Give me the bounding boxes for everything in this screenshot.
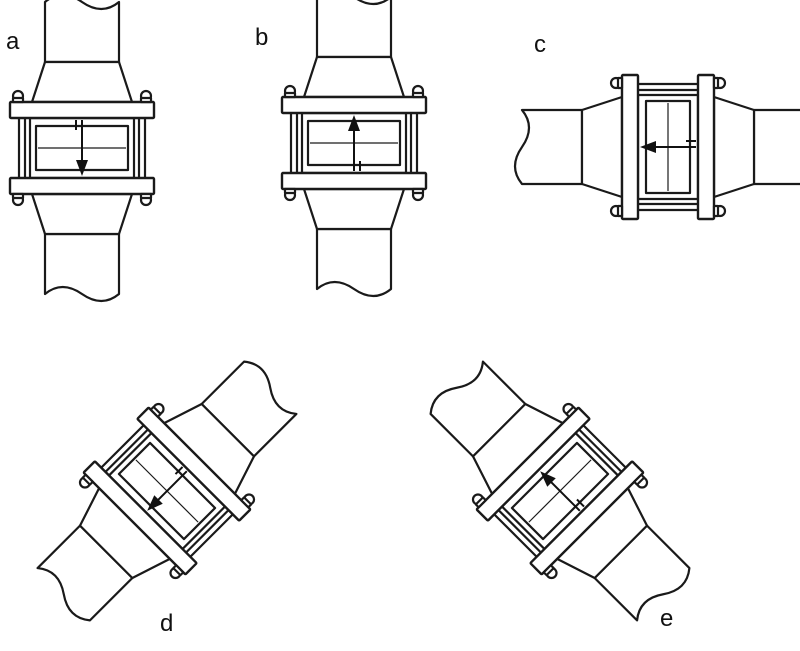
panel-label-e: e (660, 605, 674, 632)
meter-assembly-e (399, 330, 721, 651)
meter-assembly-a (8, 0, 156, 303)
panel-label-b: b (255, 24, 269, 51)
panel-label-a: a (6, 28, 20, 55)
meter-assembly-c (513, 73, 800, 221)
meter-assembly-b (280, 0, 428, 298)
panel-label-c: c (534, 31, 546, 58)
panel-label-d: d (160, 610, 174, 637)
meter-assembly-d (6, 330, 328, 651)
